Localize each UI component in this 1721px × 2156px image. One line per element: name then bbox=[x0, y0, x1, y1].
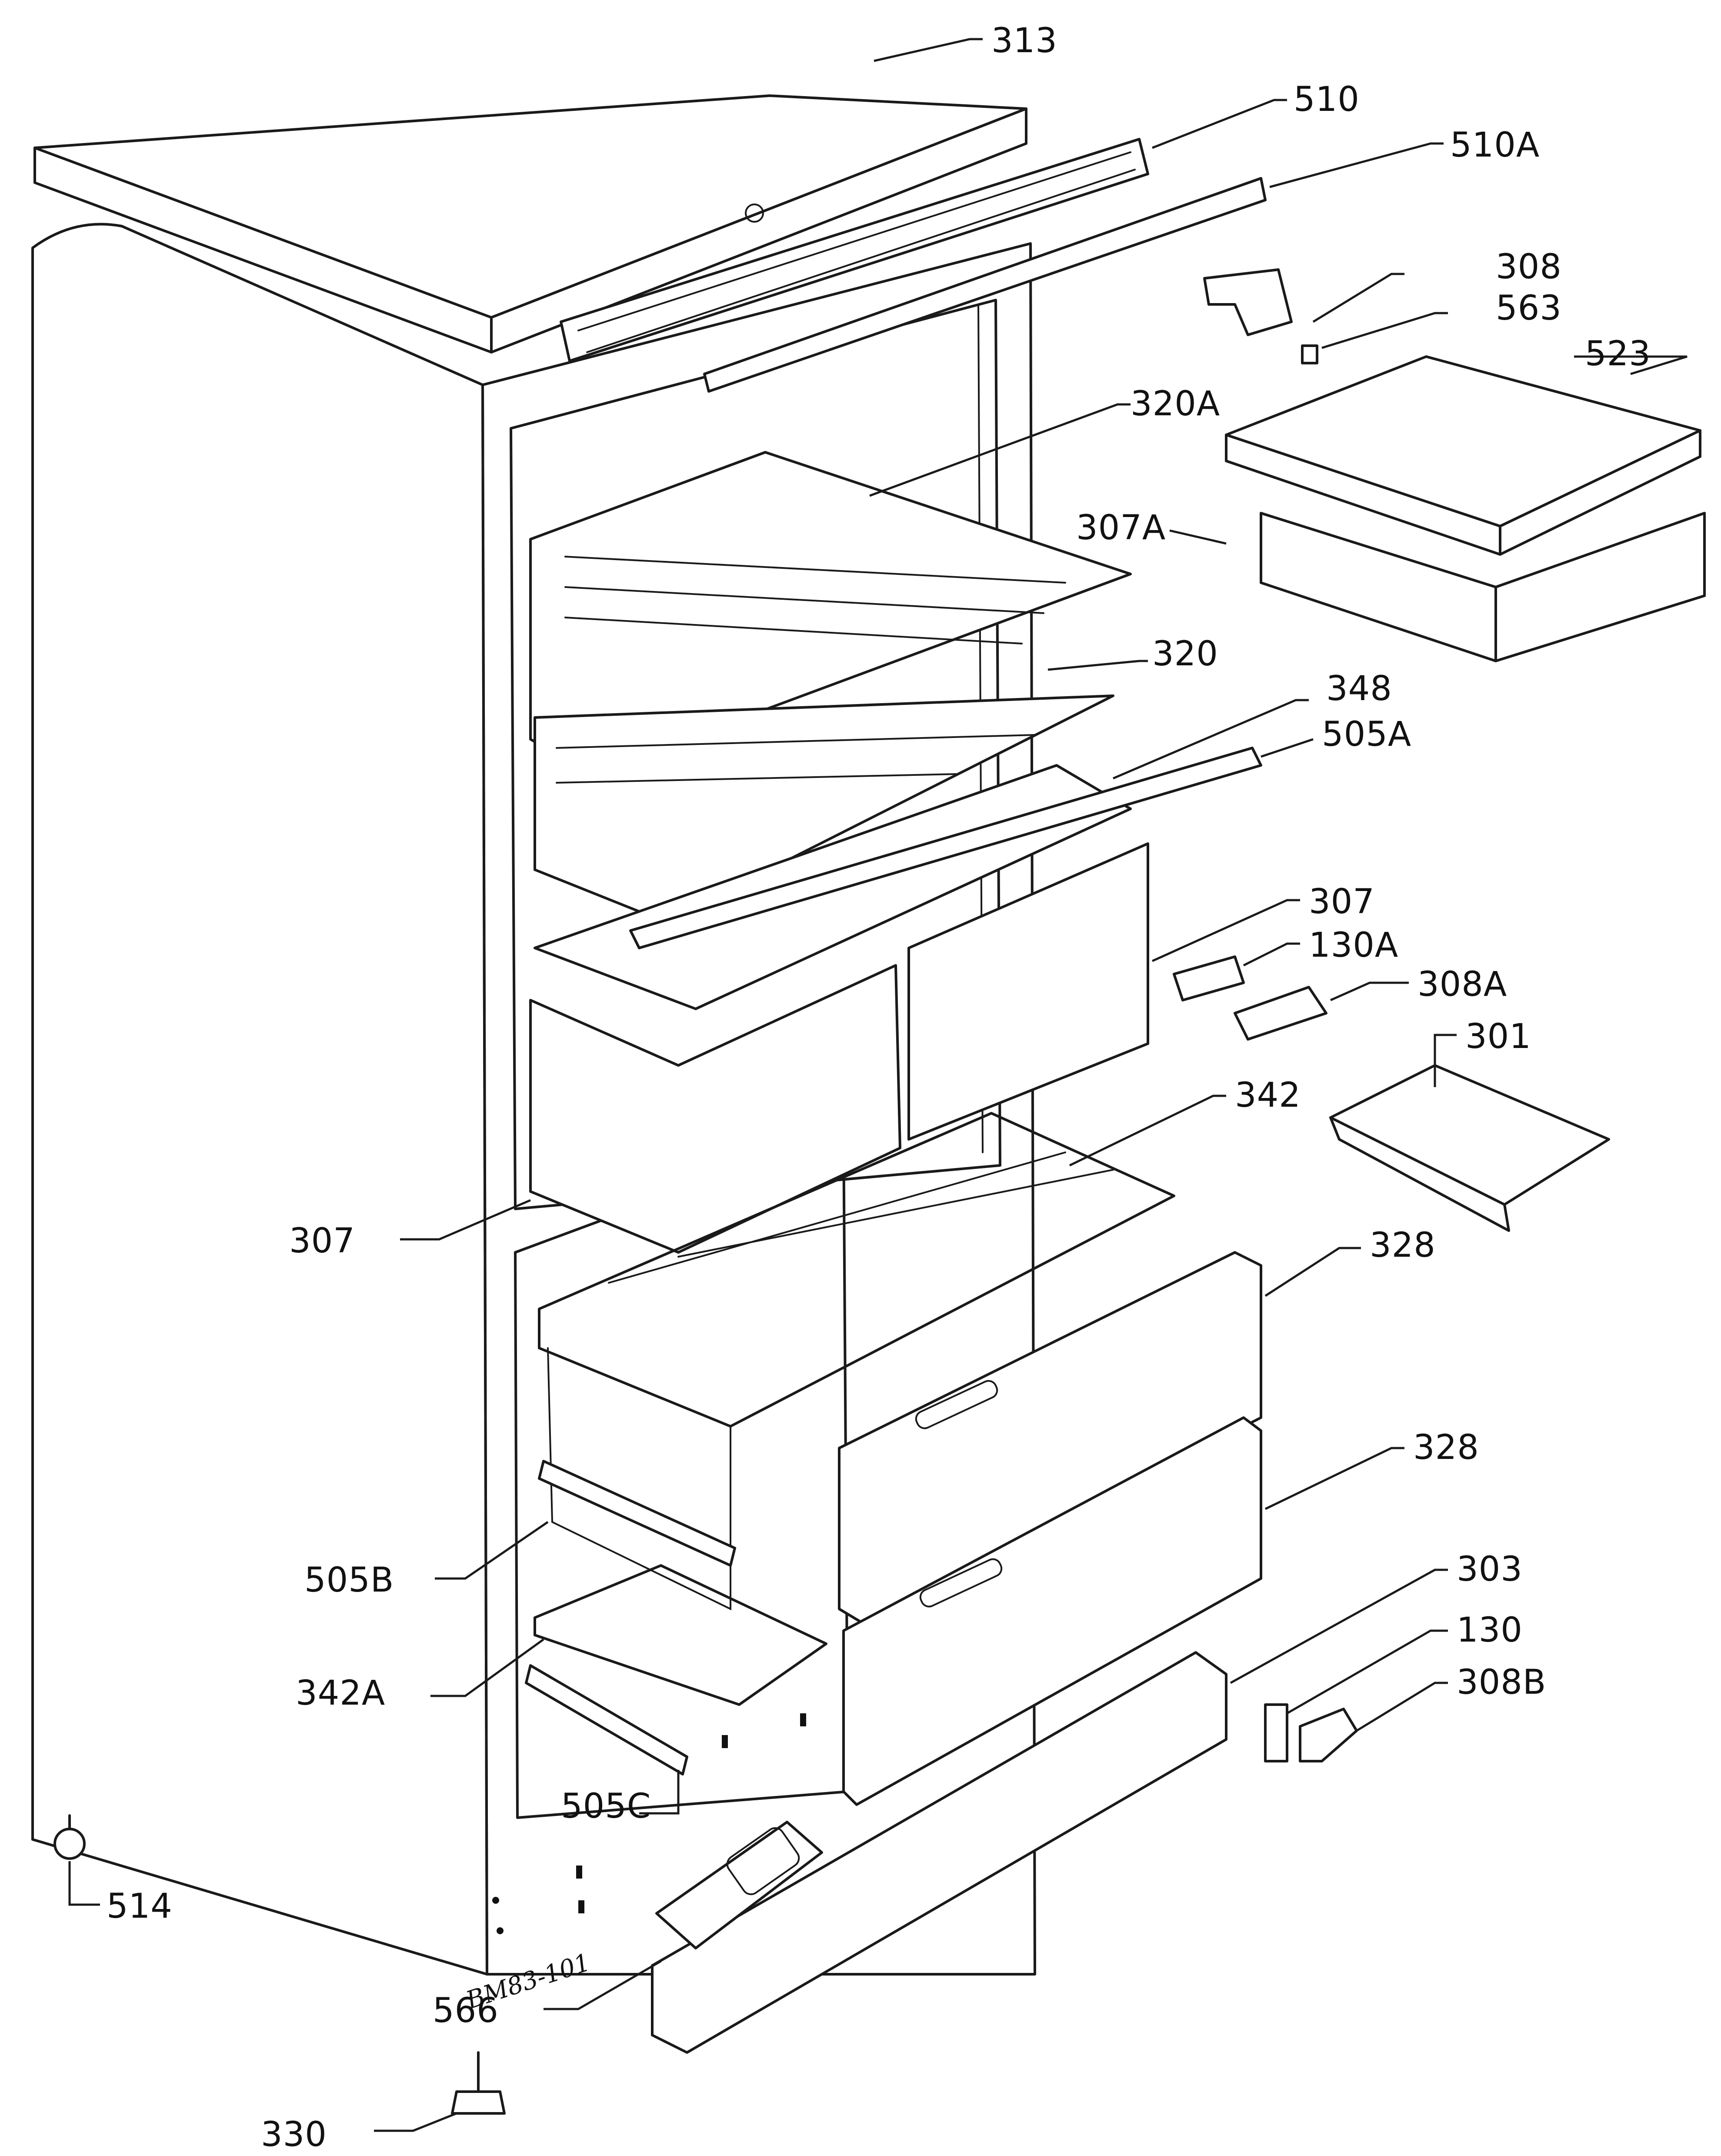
part-307-crisper-drawers bbox=[529, 842, 1149, 1254]
part-505c-rail bbox=[525, 1664, 688, 1776]
callout-348: 348 bbox=[1326, 669, 1392, 708]
callout-330: 330 bbox=[261, 2115, 327, 2154]
callout-328-lower: 328 bbox=[1413, 1428, 1479, 1467]
part-328-drawer-front-upper bbox=[838, 1251, 1262, 1623]
part-130a-spacer bbox=[1173, 955, 1245, 1001]
callout-320a: 320A bbox=[1131, 384, 1220, 424]
callout-320: 320 bbox=[1152, 634, 1218, 674]
cabinet-side-highlight bbox=[39, 270, 471, 1702]
part-505b-rail bbox=[538, 1460, 736, 1567]
part-514-foot bbox=[53, 1814, 86, 1860]
callout-510a: 510A bbox=[1450, 126, 1540, 165]
part-303-kickplate bbox=[651, 1651, 1227, 2054]
part-313-top-cover bbox=[33, 94, 1027, 354]
callout-301: 301 bbox=[1465, 1017, 1531, 1056]
part-505a-strip bbox=[629, 747, 1262, 949]
callout-303: 303 bbox=[1457, 1550, 1523, 1589]
callout-labels: 313 510 510A 308 563 523 320A 307A 320 3… bbox=[107, 21, 1651, 2154]
part-130-spacer bbox=[1264, 1703, 1288, 1762]
part-308b-hinge bbox=[1299, 1708, 1358, 1762]
cabinet-side-panel bbox=[31, 223, 488, 1976]
part-308a-hinge bbox=[1234, 986, 1327, 1041]
part-510a-front-strip bbox=[703, 177, 1267, 393]
callout-130: 130 bbox=[1457, 1611, 1523, 1650]
callout-342a: 342A bbox=[296, 1674, 385, 1713]
callout-328-upper: 328 bbox=[1370, 1226, 1436, 1265]
callout-510: 510 bbox=[1294, 80, 1360, 119]
part-330-foot bbox=[451, 2051, 506, 2115]
callout-505c: 505C bbox=[561, 1787, 651, 1826]
callout-505b: 505B bbox=[304, 1561, 394, 1600]
callout-514: 514 bbox=[107, 1887, 173, 1926]
part-566-knob bbox=[655, 1821, 823, 1949]
callout-505a: 505A bbox=[1322, 715, 1411, 754]
callout-308: 308 bbox=[1496, 247, 1562, 287]
callout-307-lower: 307 bbox=[289, 1222, 355, 1261]
cabinet-front-frame bbox=[481, 242, 1036, 1976]
part-301-ice-tray bbox=[1329, 1064, 1610, 1232]
leader-lines bbox=[68, 38, 1688, 2132]
callout-563: 563 bbox=[1496, 289, 1562, 328]
drawing-code: BM83-101 bbox=[462, 1948, 594, 2015]
part-320a-wire-shelf bbox=[529, 451, 1132, 775]
part-342-wire-basket bbox=[538, 1112, 1175, 1611]
callout-307a: 307A bbox=[1076, 508, 1166, 547]
part-307a-freezer-box bbox=[1260, 512, 1706, 662]
part-510-trim-strip bbox=[560, 138, 1149, 362]
callout-342: 342 bbox=[1235, 1076, 1301, 1115]
callout-523: 523 bbox=[1585, 334, 1651, 374]
part-328-drawer-front-lower bbox=[842, 1416, 1262, 1806]
part-523-freezer-lid bbox=[1225, 355, 1701, 556]
callout-307-upper: 307 bbox=[1309, 882, 1375, 921]
callout-308a: 308A bbox=[1417, 965, 1507, 1004]
part-563-screw bbox=[1301, 344, 1318, 364]
part-308-hinge bbox=[1203, 268, 1293, 336]
callout-313: 313 bbox=[991, 21, 1057, 60]
callout-130a: 130A bbox=[1309, 926, 1398, 965]
part-342a-wire-basket bbox=[534, 1564, 827, 1706]
callout-308b: 308B bbox=[1457, 1663, 1546, 1702]
callout-566: 566 bbox=[433, 1991, 499, 2030]
